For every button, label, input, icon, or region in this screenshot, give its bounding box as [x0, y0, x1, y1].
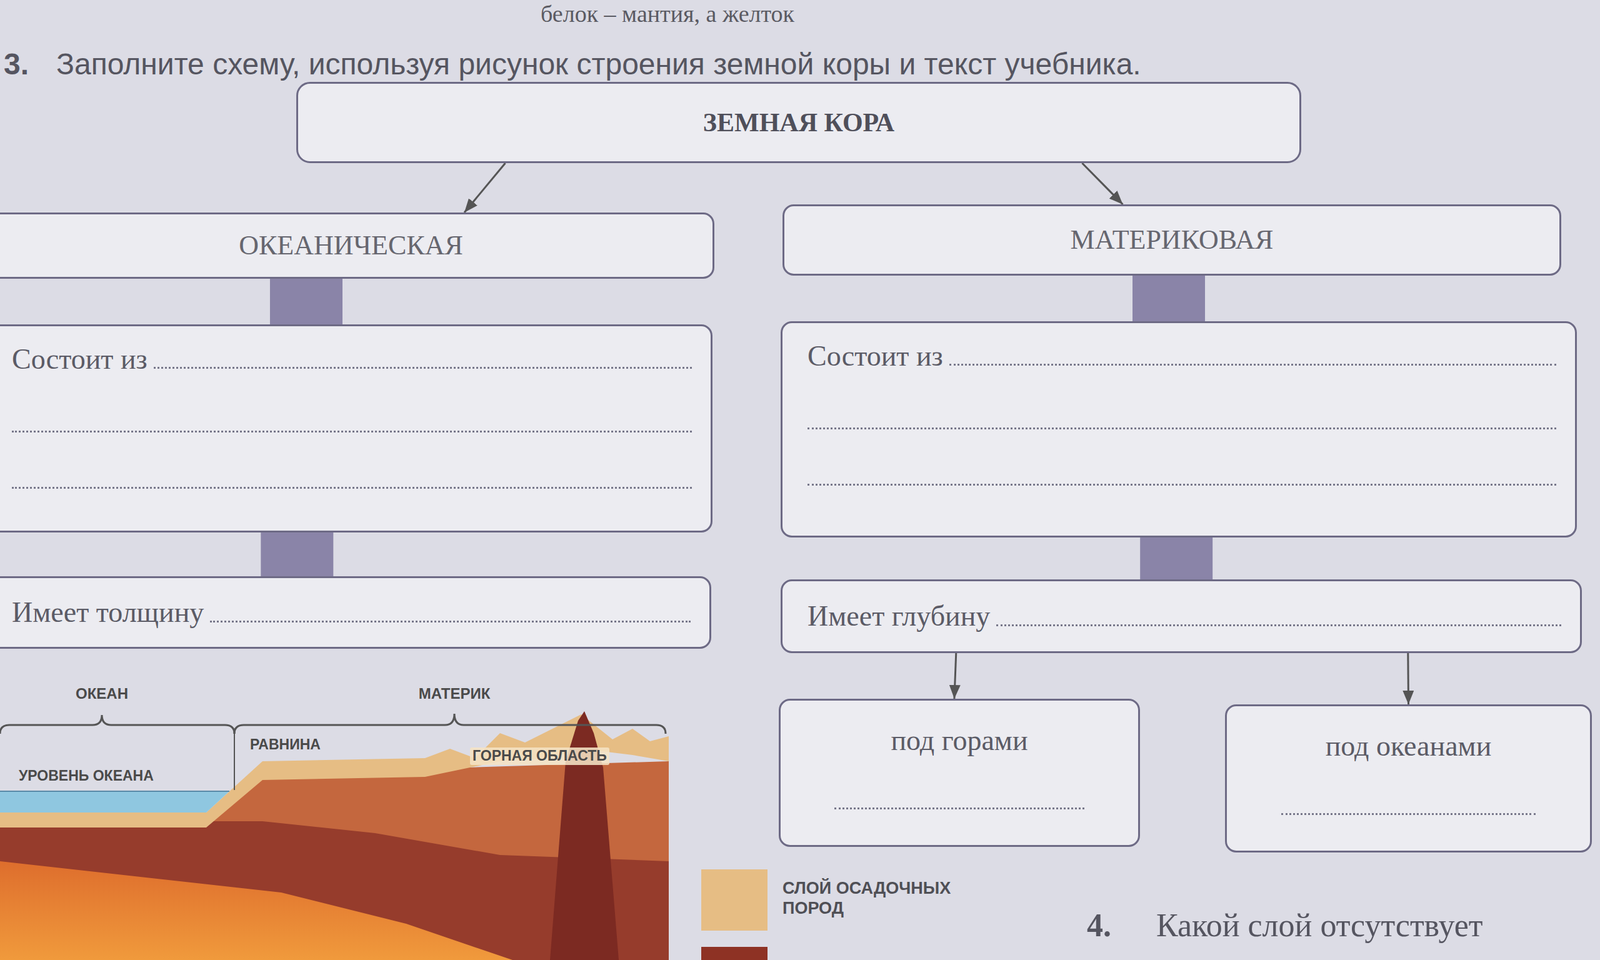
text-row: МАТЕРИКОВАЯ: [803, 223, 1541, 257]
answer-line: [1281, 763, 1535, 815]
continent-bracket: [234, 713, 666, 734]
section-label: МАТЕРИК: [418, 685, 491, 704]
answer-line: [996, 623, 1562, 627]
connector-arrow: [1406, 653, 1410, 705]
answer-box: Имеет толщину: [0, 576, 712, 649]
section-label: УРОВЕНЬ ОКЕАНА: [18, 767, 154, 785]
box-text: МАТЕРИКОВАЯ: [1070, 223, 1274, 257]
text-row: Состоит из: [11, 341, 692, 377]
connector-bar: [1132, 275, 1205, 322]
box-text: ОКЕАНИЧЕСКАЯ: [238, 229, 464, 263]
task-number: 3.: [3, 46, 29, 83]
task-number: 4.: [1086, 906, 1112, 945]
section-label: ОКЕАН: [75, 685, 129, 704]
answer-line: [210, 620, 691, 623]
root-box: ЗЕМНАЯ КОРА: [296, 81, 1302, 164]
task-text: Какой слой отсутствует: [1156, 906, 1484, 945]
answer-line: [807, 373, 1557, 430]
answer-box: под горами: [778, 698, 1140, 847]
answer-box: Состоит из: [780, 321, 1577, 538]
answer-box: Состоит из: [0, 324, 713, 533]
ocean-water: [0, 791, 230, 813]
legend-swatch-partial-fill: [701, 946, 768, 960]
ocean-bracket: [0, 715, 235, 734]
answer-box: Имеет глубину: [780, 579, 1582, 654]
connector-bar: [260, 532, 334, 577]
category-box: МАТЕРИКОВАЯ: [782, 204, 1562, 276]
legend-swatch: [701, 869, 768, 931]
section-label: ГОРНАЯ ОБЛАСТЬ: [470, 747, 610, 765]
text-row: Имеет глубину: [807, 598, 1562, 634]
answer-line: [949, 363, 1557, 366]
connector-arrow: [464, 163, 506, 213]
connector-arrow: [954, 653, 957, 699]
text-row: ЗЕМНАЯ КОРА: [316, 106, 1281, 139]
category-box: ОКЕАНИЧЕСКАЯ: [0, 212, 715, 279]
box-text: Состоит из: [11, 341, 148, 377]
box-text: Состоит из: [807, 338, 944, 374]
text-row: Имеет толщину: [11, 595, 691, 630]
connector-bar: [270, 278, 343, 325]
crust-section: [0, 673, 669, 960]
legend-swatch-partial: [701, 946, 768, 960]
previous-task-text: белок – мантия, а желток: [540, 0, 795, 29]
box-text: под океанами: [1325, 728, 1492, 764]
connector-arrow: [1081, 163, 1123, 205]
divider-line: [233, 733, 235, 790]
answer-line: [834, 757, 1084, 810]
box-text: Имеет толщину: [11, 595, 204, 630]
answer-line: [807, 429, 1557, 486]
box-text: под горами: [890, 723, 1028, 758]
answer-line: [153, 366, 692, 369]
connector-bar: [1140, 537, 1213, 580]
answer-line: [11, 432, 692, 489]
answer-box: под океанами: [1225, 704, 1592, 853]
text-row: под горами: [799, 723, 1120, 758]
ocean-level-line: [0, 790, 230, 792]
legend-text: СЛОЙ ОСАДОЧНЫХ ПОРОД: [782, 878, 970, 919]
text-row: под океанами: [1245, 728, 1572, 764]
answer-line: [11, 376, 692, 433]
box-text: Имеет глубину: [807, 598, 990, 634]
text-row: Состоит из: [807, 338, 1557, 374]
text-row: ОКЕАНИЧЕСКАЯ: [8, 229, 694, 263]
section-label: РАВНИНА: [250, 736, 321, 754]
box-text: ЗЕМНАЯ КОРА: [703, 106, 895, 139]
task-title: Заполните схему, используя рисунок строе…: [56, 46, 1142, 83]
